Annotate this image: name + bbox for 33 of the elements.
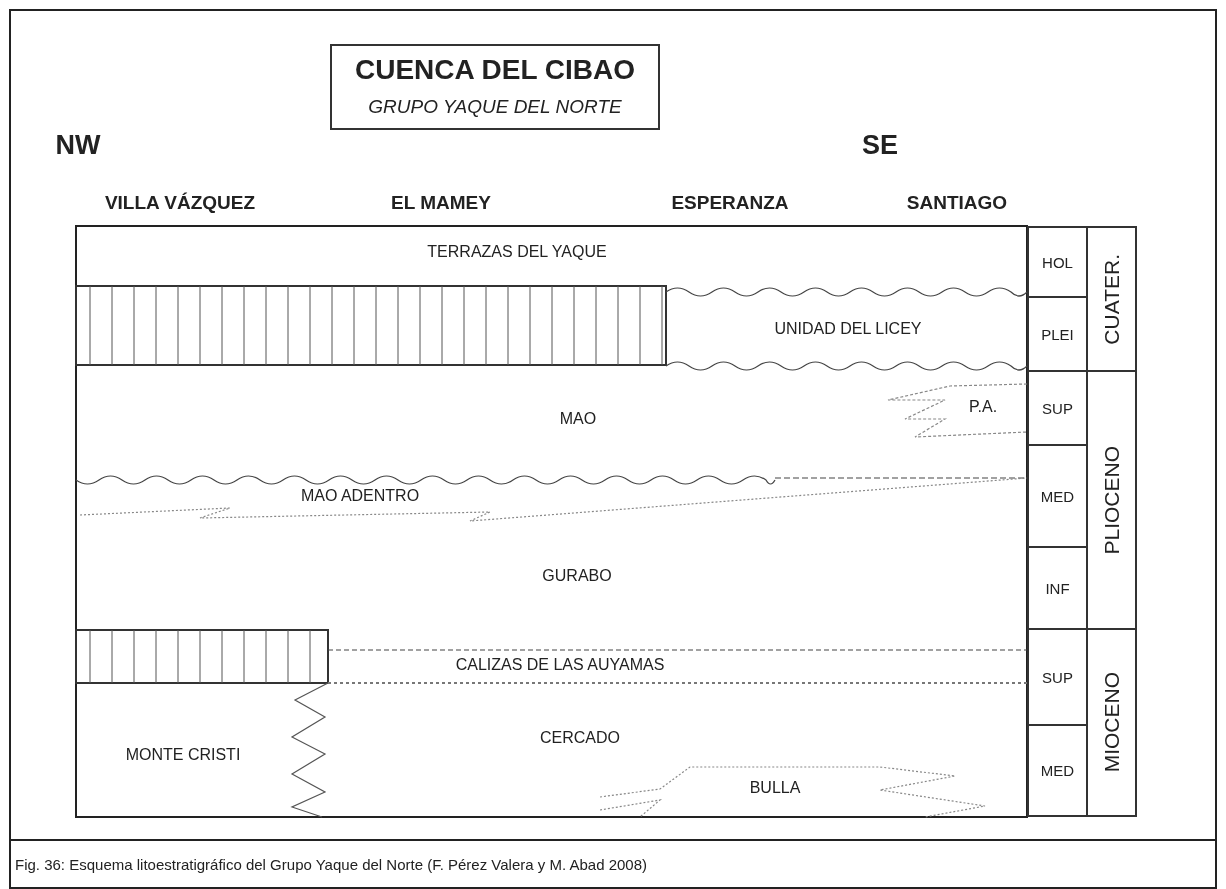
diagram-title: CUENCA DEL CIBAO bbox=[355, 54, 635, 87]
subdivision-label: MED bbox=[1040, 762, 1075, 779]
subtitle: GRUPO YAQUE DEL NORTE bbox=[368, 96, 622, 118]
formation-name: CERCADO bbox=[540, 729, 620, 748]
locality-name: EL MAMEY bbox=[391, 192, 491, 214]
epoch-cell bbox=[1086, 226, 1137, 372]
formation-name: GURABO bbox=[542, 567, 612, 586]
epoch-label: MIOCENO bbox=[1099, 672, 1124, 773]
subdivision-label: INF bbox=[1045, 579, 1070, 597]
formation-name: CALIZAS DE LAS AUYAMAS bbox=[455, 656, 665, 675]
compass-direction: SE bbox=[862, 130, 898, 162]
epoch-cell bbox=[1086, 628, 1137, 817]
formation-name: BULLA bbox=[749, 779, 801, 798]
subdivision-label: PLEI bbox=[1041, 325, 1074, 343]
formation-name: MAO bbox=[559, 410, 597, 429]
subdivision-label: MED bbox=[1040, 487, 1075, 505]
formation-name: UNIDAD DEL LICEY bbox=[774, 320, 922, 339]
locality-name: ESPERANZA bbox=[671, 192, 789, 214]
subdivision-label: SUP bbox=[1042, 668, 1073, 686]
subdivision-cell bbox=[1027, 724, 1088, 817]
epoch-label: CUATER. bbox=[1099, 253, 1124, 345]
subdivision-cell bbox=[1027, 226, 1088, 298]
subdivision-label: HOL bbox=[1042, 253, 1073, 271]
subdivision-label: SUP bbox=[1042, 399, 1073, 417]
figure-caption: Fig. 36: Esquema litoestratigráfico del Grupo Yaque del Norte (F. Pérez Valera y M. Abad 2008) bbox=[15, 856, 647, 874]
locality-name: SANTIAGO bbox=[906, 192, 1008, 214]
compass-direction: NW bbox=[55, 130, 101, 162]
formation-name: TERRAZAS DEL YAQUE bbox=[427, 243, 607, 262]
epoch-label: PLIOCENO bbox=[1099, 445, 1124, 555]
formation-name: MAO ADENTRO bbox=[300, 487, 420, 506]
formation-name: MONTE CRISTI bbox=[125, 746, 241, 765]
locality-name: VILLA VÁZQUEZ bbox=[104, 192, 256, 214]
formation-name: P.A. bbox=[968, 398, 998, 417]
